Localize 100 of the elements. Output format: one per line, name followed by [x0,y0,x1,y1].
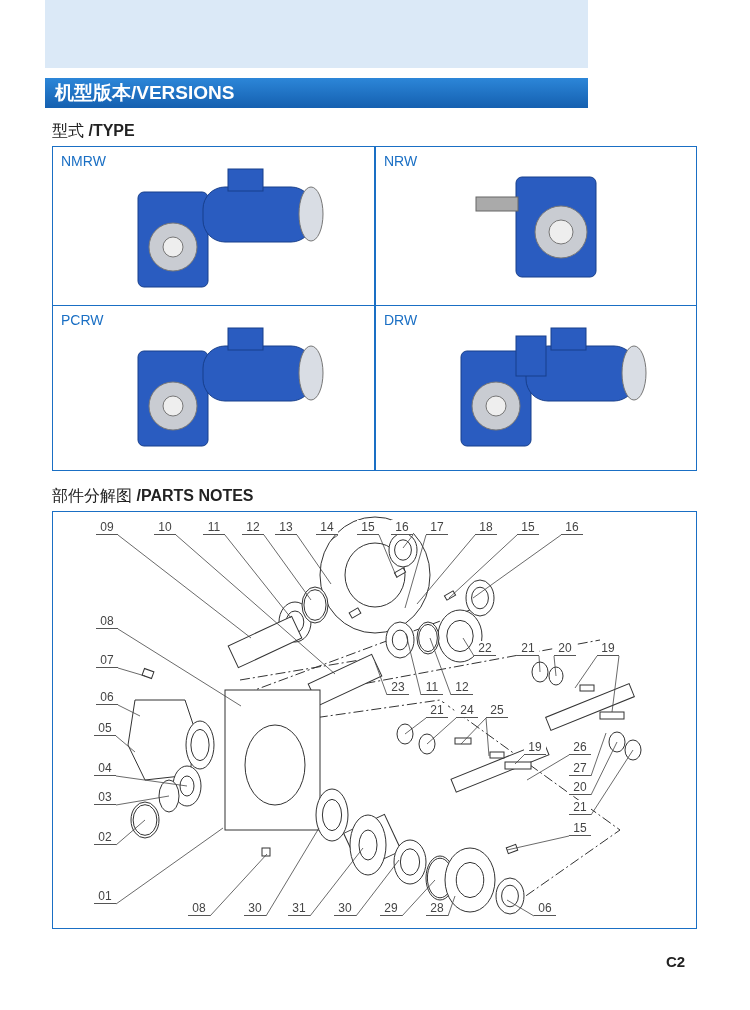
leader-line [115,735,136,753]
callout-number: 19 [597,641,619,656]
version-card [52,146,375,306]
leader-line [209,853,268,917]
callout-number: 25 [486,703,508,718]
callout-number: 23 [387,680,409,695]
leader-line [115,819,146,846]
section-subheading: 型式 /TYPE [52,121,135,141]
callout-number: 01 [94,889,116,904]
model-name: NRW [384,153,418,169]
leader-line [115,795,170,806]
leader-line [117,667,146,677]
callout-number: 19 [524,740,546,755]
callout-number: 31 [288,901,310,916]
leader-line [462,637,475,657]
callout-number: 15 [569,821,591,836]
leader-line [330,534,339,541]
leader-line [263,534,312,601]
leader-line [514,754,525,765]
callout-number: 12 [451,680,473,695]
leader-line [402,534,414,549]
callout-number: 10 [154,520,176,535]
callout-number: 28 [426,901,448,916]
leader-line [265,827,320,917]
leader-line [405,633,422,696]
callout-number: 21 [426,703,448,718]
leader-line [404,534,427,609]
model-name: NMRW [61,153,106,169]
leader-line [117,628,242,707]
leader-line [472,534,562,599]
version-card [375,305,697,471]
callout-number: 24 [456,703,478,718]
leader-line [296,534,332,585]
callout-number: 12 [242,520,264,535]
leader-line [416,534,476,605]
callout-number: 21 [569,800,591,815]
callout-number: 26 [569,740,591,755]
callout-number: 20 [554,641,576,656]
callout-number: 16 [561,520,583,535]
callout-number: 13 [275,520,297,535]
callout-number: 06 [96,690,118,705]
leader-line [355,859,400,917]
leader-line [590,732,607,777]
leader-line [309,847,364,917]
leader-line [175,534,336,675]
callout-number: 21 [517,641,539,656]
leader-line [506,835,570,851]
leader-line [526,754,570,781]
version-card [375,146,697,306]
section-heading: 机型版本/VERSIONS [45,78,588,108]
section-subheading: 部件分解图 /PARTS NOTES [52,486,254,506]
callout-number: 16 [391,520,413,535]
callout-number: 30 [334,901,356,916]
callout-number: 18 [475,520,497,535]
callout-number: 30 [244,901,266,916]
leader-line [574,655,598,689]
leader-line [447,895,456,917]
leader-line [426,717,457,745]
callout-number: 11 [203,520,225,535]
callout-number: 02 [94,830,116,845]
leader-line [553,655,557,677]
leader-line [224,534,292,619]
leader-line [117,534,252,639]
page-number: C2 [666,953,686,970]
callout-number: 06 [534,901,556,916]
model-name: DRW [384,312,418,328]
leader-line [117,704,141,717]
leader-line [378,534,398,579]
leader-line [404,717,427,735]
callout-number: 27 [569,761,591,776]
leader-line [115,775,188,787]
callout-number: 09 [96,520,118,535]
callout-number: 14 [316,520,338,535]
callout-number: 20 [569,780,591,795]
leader-line [429,637,452,696]
leader-line [448,534,518,599]
callout-number: 29 [380,901,402,916]
leader-line [590,749,634,816]
leader-line [115,827,224,905]
leader-line [401,879,436,917]
callout-number: 22 [474,641,496,656]
callout-number: 15 [517,520,539,535]
leader-line [590,741,618,796]
callout-number: 11 [421,680,443,695]
callout-number: 17 [426,520,448,535]
leader-line [374,661,388,696]
callout-number: 15 [357,520,379,535]
leader-line [611,655,620,713]
callout-number: 08 [96,614,118,629]
callout-number: 08 [188,901,210,916]
leader-line [460,717,487,745]
model-name: PCRW [61,312,104,328]
leader-line [485,717,490,757]
version-card [52,305,375,471]
callout-number: 03 [94,790,116,805]
callout-number: 04 [94,761,116,776]
leader-line [506,899,535,917]
callout-number: 05 [94,721,116,736]
callout-number: 07 [96,653,118,668]
leader-line [538,655,541,673]
